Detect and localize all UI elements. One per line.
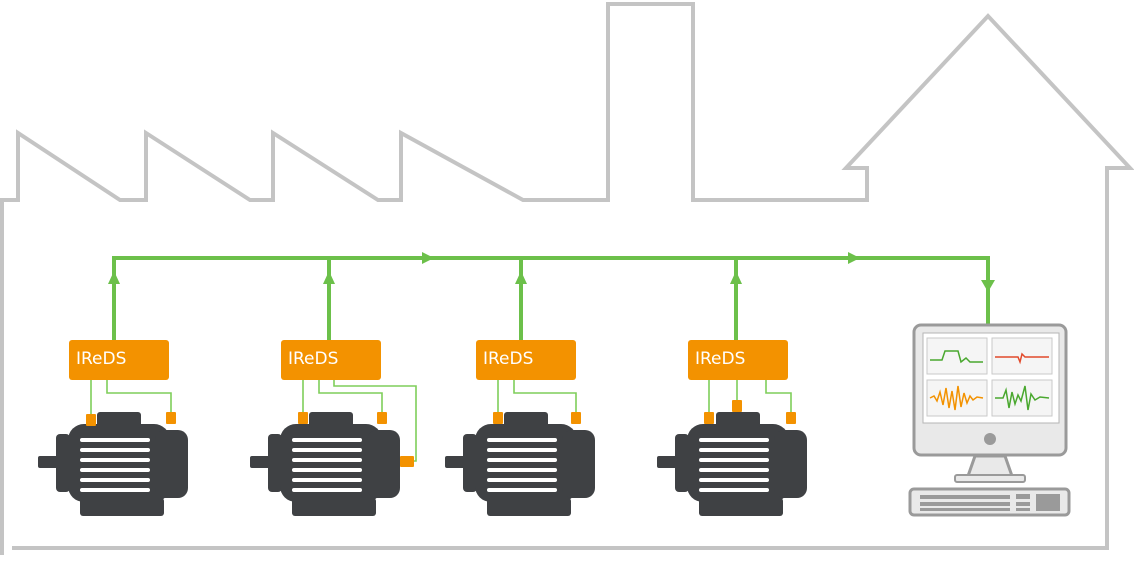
factory-building-outline (0, 2, 1134, 555)
device-label: IReDS (288, 349, 338, 369)
device-label: IReDS (76, 349, 126, 369)
arrow-icon (323, 271, 335, 284)
ireds-device: IReDS (476, 340, 576, 380)
device-label: IReDS (695, 349, 745, 369)
sensors (86, 400, 796, 467)
motor-icon (38, 412, 188, 516)
signal-plot-green-2 (995, 385, 1050, 411)
motor-icon (657, 412, 807, 516)
ireds-device: IReDS (281, 340, 381, 380)
arrow-icon (730, 271, 742, 284)
ireds-device: IReDS (69, 340, 169, 380)
arrow-icon (108, 271, 120, 284)
arrow-icon (515, 271, 527, 284)
ireds-device: IReDS (688, 340, 788, 380)
arrow-icon (848, 252, 860, 264)
data-bus (108, 252, 995, 342)
arrow-icon (981, 280, 995, 292)
arrow-icon (422, 252, 434, 264)
keyboard-icon (908, 487, 1071, 517)
device-label: IReDS (483, 349, 533, 369)
motor-icon (445, 412, 595, 516)
computer-monitor-icon (912, 323, 1068, 483)
signal-plot-orange (929, 385, 984, 411)
signal-plot-red (995, 352, 1049, 365)
motor-icon (250, 412, 400, 516)
signal-plot-green (930, 350, 983, 364)
